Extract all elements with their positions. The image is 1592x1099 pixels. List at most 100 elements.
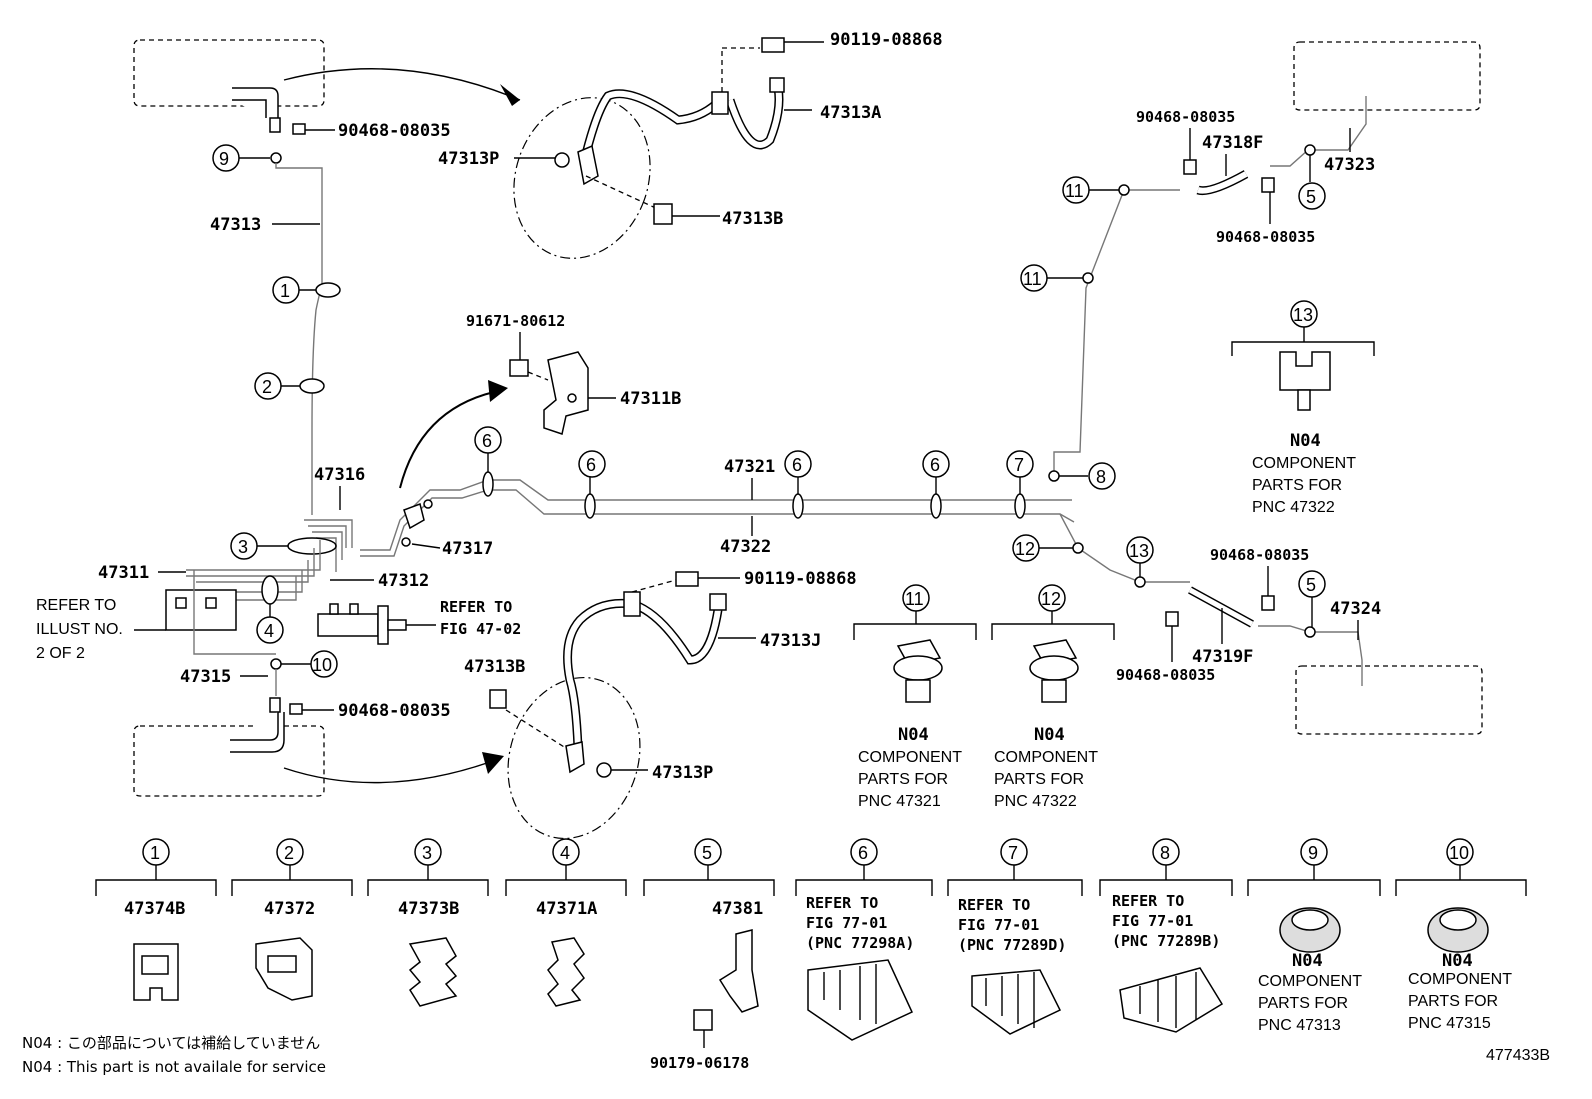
legend-7-fig: FIG 77-01 — [958, 916, 1039, 934]
callout-10: 10 — [312, 655, 332, 675]
callout-5-a: 5 — [1306, 187, 1316, 207]
component-line1-11: COMPONENT — [858, 749, 962, 766]
part-47324[interactable]: 47324 — [1330, 599, 1381, 619]
pnc-47315: PNC 47315 — [1408, 1015, 1491, 1032]
part-90119-08868-upper[interactable]: 90119-08868 — [830, 30, 943, 50]
main-brake-lines: 6 6 6 6 7 47321 47322 — [360, 426, 1075, 557]
legend-8-fig: FIG 77-01 — [1112, 912, 1193, 930]
n04-label-12: N04 — [1034, 725, 1065, 745]
part-90468-08035-lower[interactable]: 90468-08035 — [338, 701, 451, 721]
refer-fig-line1: REFER TO — [440, 598, 512, 616]
component-line1-12: COMPONENT — [994, 749, 1098, 766]
part-90468-08035-upper[interactable]: 90468-08035 — [338, 121, 451, 141]
n04-label-10: N04 — [1442, 951, 1473, 971]
part-90119-08868-lower[interactable]: 90119-08868 — [744, 569, 857, 589]
legend-callout-7: 7 — [1008, 843, 1018, 863]
callout-1: 1 — [280, 281, 290, 301]
legend-callout-8: 8 — [1160, 843, 1170, 863]
legend-47374B[interactable]: 47374B — [124, 899, 185, 919]
component-line2-13: PARTS FOR — [1252, 477, 1342, 494]
part-90468-08035-d[interactable]: 90468-08035 — [1216, 228, 1315, 246]
callout-11-c: 11 — [905, 589, 924, 609]
footnote-jp: N04 : この部品については補給していません — [22, 1034, 320, 1052]
footnote-en: N04 : This part is not availale for serv… — [22, 1058, 326, 1076]
part-47311[interactable]: 47311 — [98, 563, 149, 583]
part-47321[interactable]: 47321 — [724, 457, 775, 477]
pnc-47321: PNC 47321 — [858, 793, 941, 810]
callout-6-a: 6 — [482, 431, 492, 451]
part-90468-08035-f[interactable]: 90468-08035 — [1116, 666, 1215, 684]
legend-6-fig: FIG 77-01 — [806, 914, 887, 932]
callout-6-c: 6 — [792, 455, 802, 475]
legend-90179-06178[interactable]: 90179-06178 — [650, 1054, 749, 1072]
part-47316[interactable]: 47316 — [314, 465, 365, 485]
part-47313B-upper[interactable]: 47313B — [722, 209, 783, 229]
component-line1-9: COMPONENT — [1258, 973, 1362, 990]
part-47322[interactable]: 47322 — [720, 537, 771, 557]
part-47313P-upper[interactable]: 47313P — [438, 149, 499, 169]
legend-47371A[interactable]: 47371A — [536, 899, 597, 919]
part-47315[interactable]: 47315 — [180, 667, 231, 687]
legend-47381[interactable]: 47381 — [712, 899, 763, 919]
part-47313A[interactable]: 47313A — [820, 103, 881, 123]
component-line2-12: PARTS FOR — [994, 771, 1084, 788]
pnc-47322-a: PNC 47322 — [1252, 499, 1335, 516]
component-line2-10: PARTS FOR — [1408, 993, 1498, 1010]
part-47313B-lower[interactable]: 47313B — [464, 657, 525, 677]
part-47311B[interactable]: 47311B — [620, 389, 681, 409]
footer: N04 : この部品については補給していません N04 : This part … — [22, 1034, 1550, 1076]
part-47319F[interactable]: 47319F — [1192, 647, 1253, 667]
clip-13-upper-group: 13 N04 COMPONENT PARTS FOR PNC 47322 — [1231, 300, 1375, 516]
callout-13-lower: 13 — [1129, 541, 1149, 561]
part-47317[interactable]: 47317 — [442, 539, 493, 559]
part-91671-80612[interactable]: 91671-80612 — [466, 312, 565, 330]
legend-47373B[interactable]: 47373B — [398, 899, 459, 919]
callout-7: 7 — [1014, 455, 1024, 475]
component-line1-13: COMPONENT — [1252, 455, 1356, 472]
lower-hose-detail: 90119-08868 47313J 47313B 47313P — [464, 569, 857, 840]
legend-callout-1: 1 — [150, 843, 160, 863]
clip-callouts-left: 1 2 — [254, 276, 341, 400]
callout-4: 4 — [264, 621, 274, 641]
legend-47372[interactable]: 47372 — [264, 899, 315, 919]
callout-6-b: 6 — [586, 455, 596, 475]
legend-7-pnc: (PNC 77289D) — [958, 936, 1066, 954]
part-47313[interactable]: 47313 — [210, 215, 261, 235]
n04-label-9: N04 — [1292, 951, 1323, 971]
clip-11-group: 11 N04 COMPONENT PARTS FOR PNC 47321 — [853, 584, 977, 810]
part-47318F[interactable]: 47318F — [1202, 133, 1263, 153]
callout-6-d: 6 — [930, 455, 940, 475]
legend-callout-9: 9 — [1308, 843, 1318, 863]
right-lower-branch: 12 13 90468-08035 90468-08035 47319F 5 4… — [1012, 513, 1483, 735]
lower-left-wheel-zone: 47315 10 90468-08035 — [133, 570, 504, 797]
legend-row: 1 47374B 2 47372 3 47373B 4 47371A 5 473 — [95, 838, 1527, 1072]
callout-8: 8 — [1096, 467, 1106, 487]
legend-8-pnc: (PNC 77289B) — [1112, 932, 1220, 950]
callout-3: 3 — [238, 537, 248, 557]
part-47323[interactable]: 47323 — [1324, 155, 1375, 175]
legend-8-refer: REFER TO — [1112, 892, 1184, 910]
part-47312[interactable]: 47312 — [378, 571, 429, 591]
part-90468-08035-e[interactable]: 90468-08035 — [1210, 546, 1309, 564]
pnc-47322-b: PNC 47322 — [994, 793, 1077, 810]
callout-11-a: 11 — [1023, 269, 1042, 289]
callout-5-b: 5 — [1306, 575, 1316, 595]
callout-11-b: 11 — [1065, 181, 1084, 201]
refer-fig-line2: FIG 47-02 — [440, 620, 521, 638]
part-47313P-lower[interactable]: 47313P — [652, 763, 713, 783]
callout-12: 12 — [1015, 539, 1035, 559]
legend-callout-4: 4 — [560, 843, 570, 863]
upper-left-wheel-zone: 90468-08035 9 47313 — [133, 39, 521, 515]
legend-6-pnc: (PNC 77298A) — [806, 934, 914, 952]
pnc-47313: PNC 47313 — [1258, 1017, 1341, 1034]
master-cylinder-area: 47316 3 47317 47312 4 47311 REFER TO ILL… — [36, 465, 521, 662]
upper-hose-detail: 90119-08868 47313A 47313P 47313B — [438, 30, 943, 259]
callout-12-b: 12 — [1041, 589, 1061, 609]
illustration-id: 477433B — [1486, 1047, 1550, 1064]
callout-2: 2 — [262, 377, 272, 397]
part-47313J[interactable]: 47313J — [760, 631, 821, 651]
legend-callout-10: 10 — [1449, 843, 1469, 863]
refer-illust-line2: ILLUST NO. — [36, 621, 123, 638]
part-90468-08035-c[interactable]: 90468-08035 — [1136, 108, 1235, 126]
